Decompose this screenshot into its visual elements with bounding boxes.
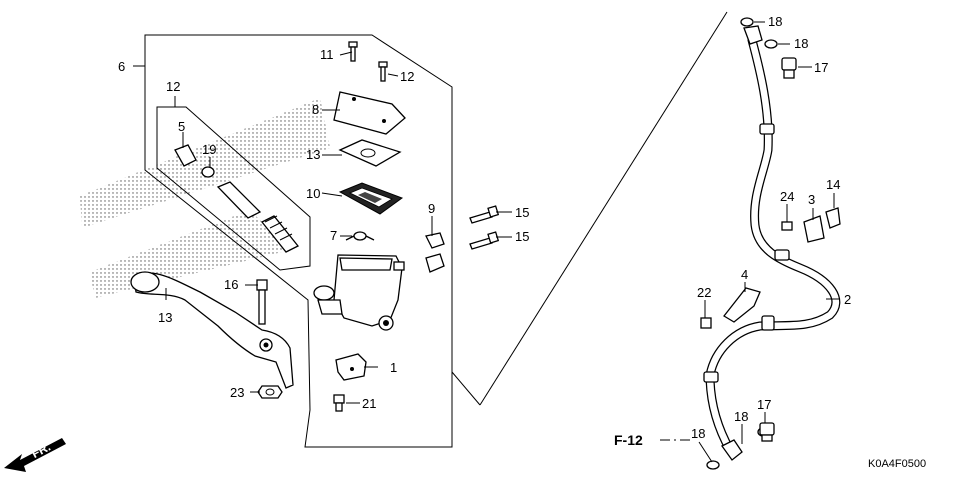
- oil-bolts: [759, 57, 797, 442]
- callout-14: 14: [826, 177, 840, 192]
- callout-23: 23: [230, 385, 244, 400]
- callouts: 11 12 8 13 10 7 9 15 15 6 12 5 19 16 13 …: [29, 14, 926, 470]
- callout-20a: 11: [320, 47, 334, 62]
- callout-18a: 18: [768, 14, 782, 29]
- piston-set: [174, 144, 300, 253]
- callout-3: 3: [808, 192, 815, 207]
- callout-7: 7: [330, 228, 337, 243]
- callout-16: 16: [224, 277, 238, 292]
- float: [345, 231, 375, 241]
- callout-18b: 18: [794, 36, 808, 51]
- brake-hose: [703, 25, 841, 461]
- diagram-code: K0A4F0500: [868, 458, 926, 470]
- diaphragm-plate: [338, 139, 402, 167]
- lever-pivot-bolt: [256, 279, 268, 325]
- callout-4: 4: [741, 267, 748, 282]
- callout-21: 21: [362, 396, 376, 411]
- callout-15a: 15: [515, 205, 529, 220]
- hose-stays: [700, 207, 841, 329]
- callout-17a: 17: [814, 60, 828, 75]
- stop-switch: [335, 353, 367, 381]
- callout-12: 12: [166, 79, 180, 94]
- callout-18c: 18: [734, 409, 748, 424]
- callout-10: 10: [306, 186, 320, 201]
- callout-1: 1: [390, 360, 397, 375]
- holder: [425, 232, 445, 273]
- holder-bolts: [469, 205, 500, 250]
- callout-6: 6: [118, 59, 125, 74]
- callout-9: 9: [428, 201, 435, 216]
- brake-lever: [130, 271, 294, 389]
- callout-5: 5: [178, 119, 185, 134]
- cap-screws: [348, 41, 388, 82]
- master-cylinder: [313, 254, 405, 331]
- callout-19: 19: [202, 142, 216, 157]
- callout-11: 13: [306, 147, 320, 162]
- callout-17b: 17: [757, 397, 771, 412]
- reservoir-cap: [333, 91, 406, 135]
- callout-2: 2: [844, 292, 851, 307]
- callout-13: 13: [158, 310, 172, 325]
- reference-label: F-12: [614, 432, 643, 448]
- callout-18d: 18: [691, 426, 705, 441]
- callout-15b: 15: [515, 229, 529, 244]
- lever-nut: [257, 385, 283, 399]
- callout-20b: 12: [400, 69, 414, 84]
- diaphragm: [338, 182, 404, 215]
- group-outlines: [133, 11, 728, 448]
- callout-24: 24: [780, 189, 794, 204]
- switch-screw: [333, 394, 345, 412]
- callout-22: 22: [697, 285, 711, 300]
- front-arrow: [4, 438, 66, 472]
- callout-8: 8: [312, 102, 319, 117]
- leader-lines: [165, 21, 840, 463]
